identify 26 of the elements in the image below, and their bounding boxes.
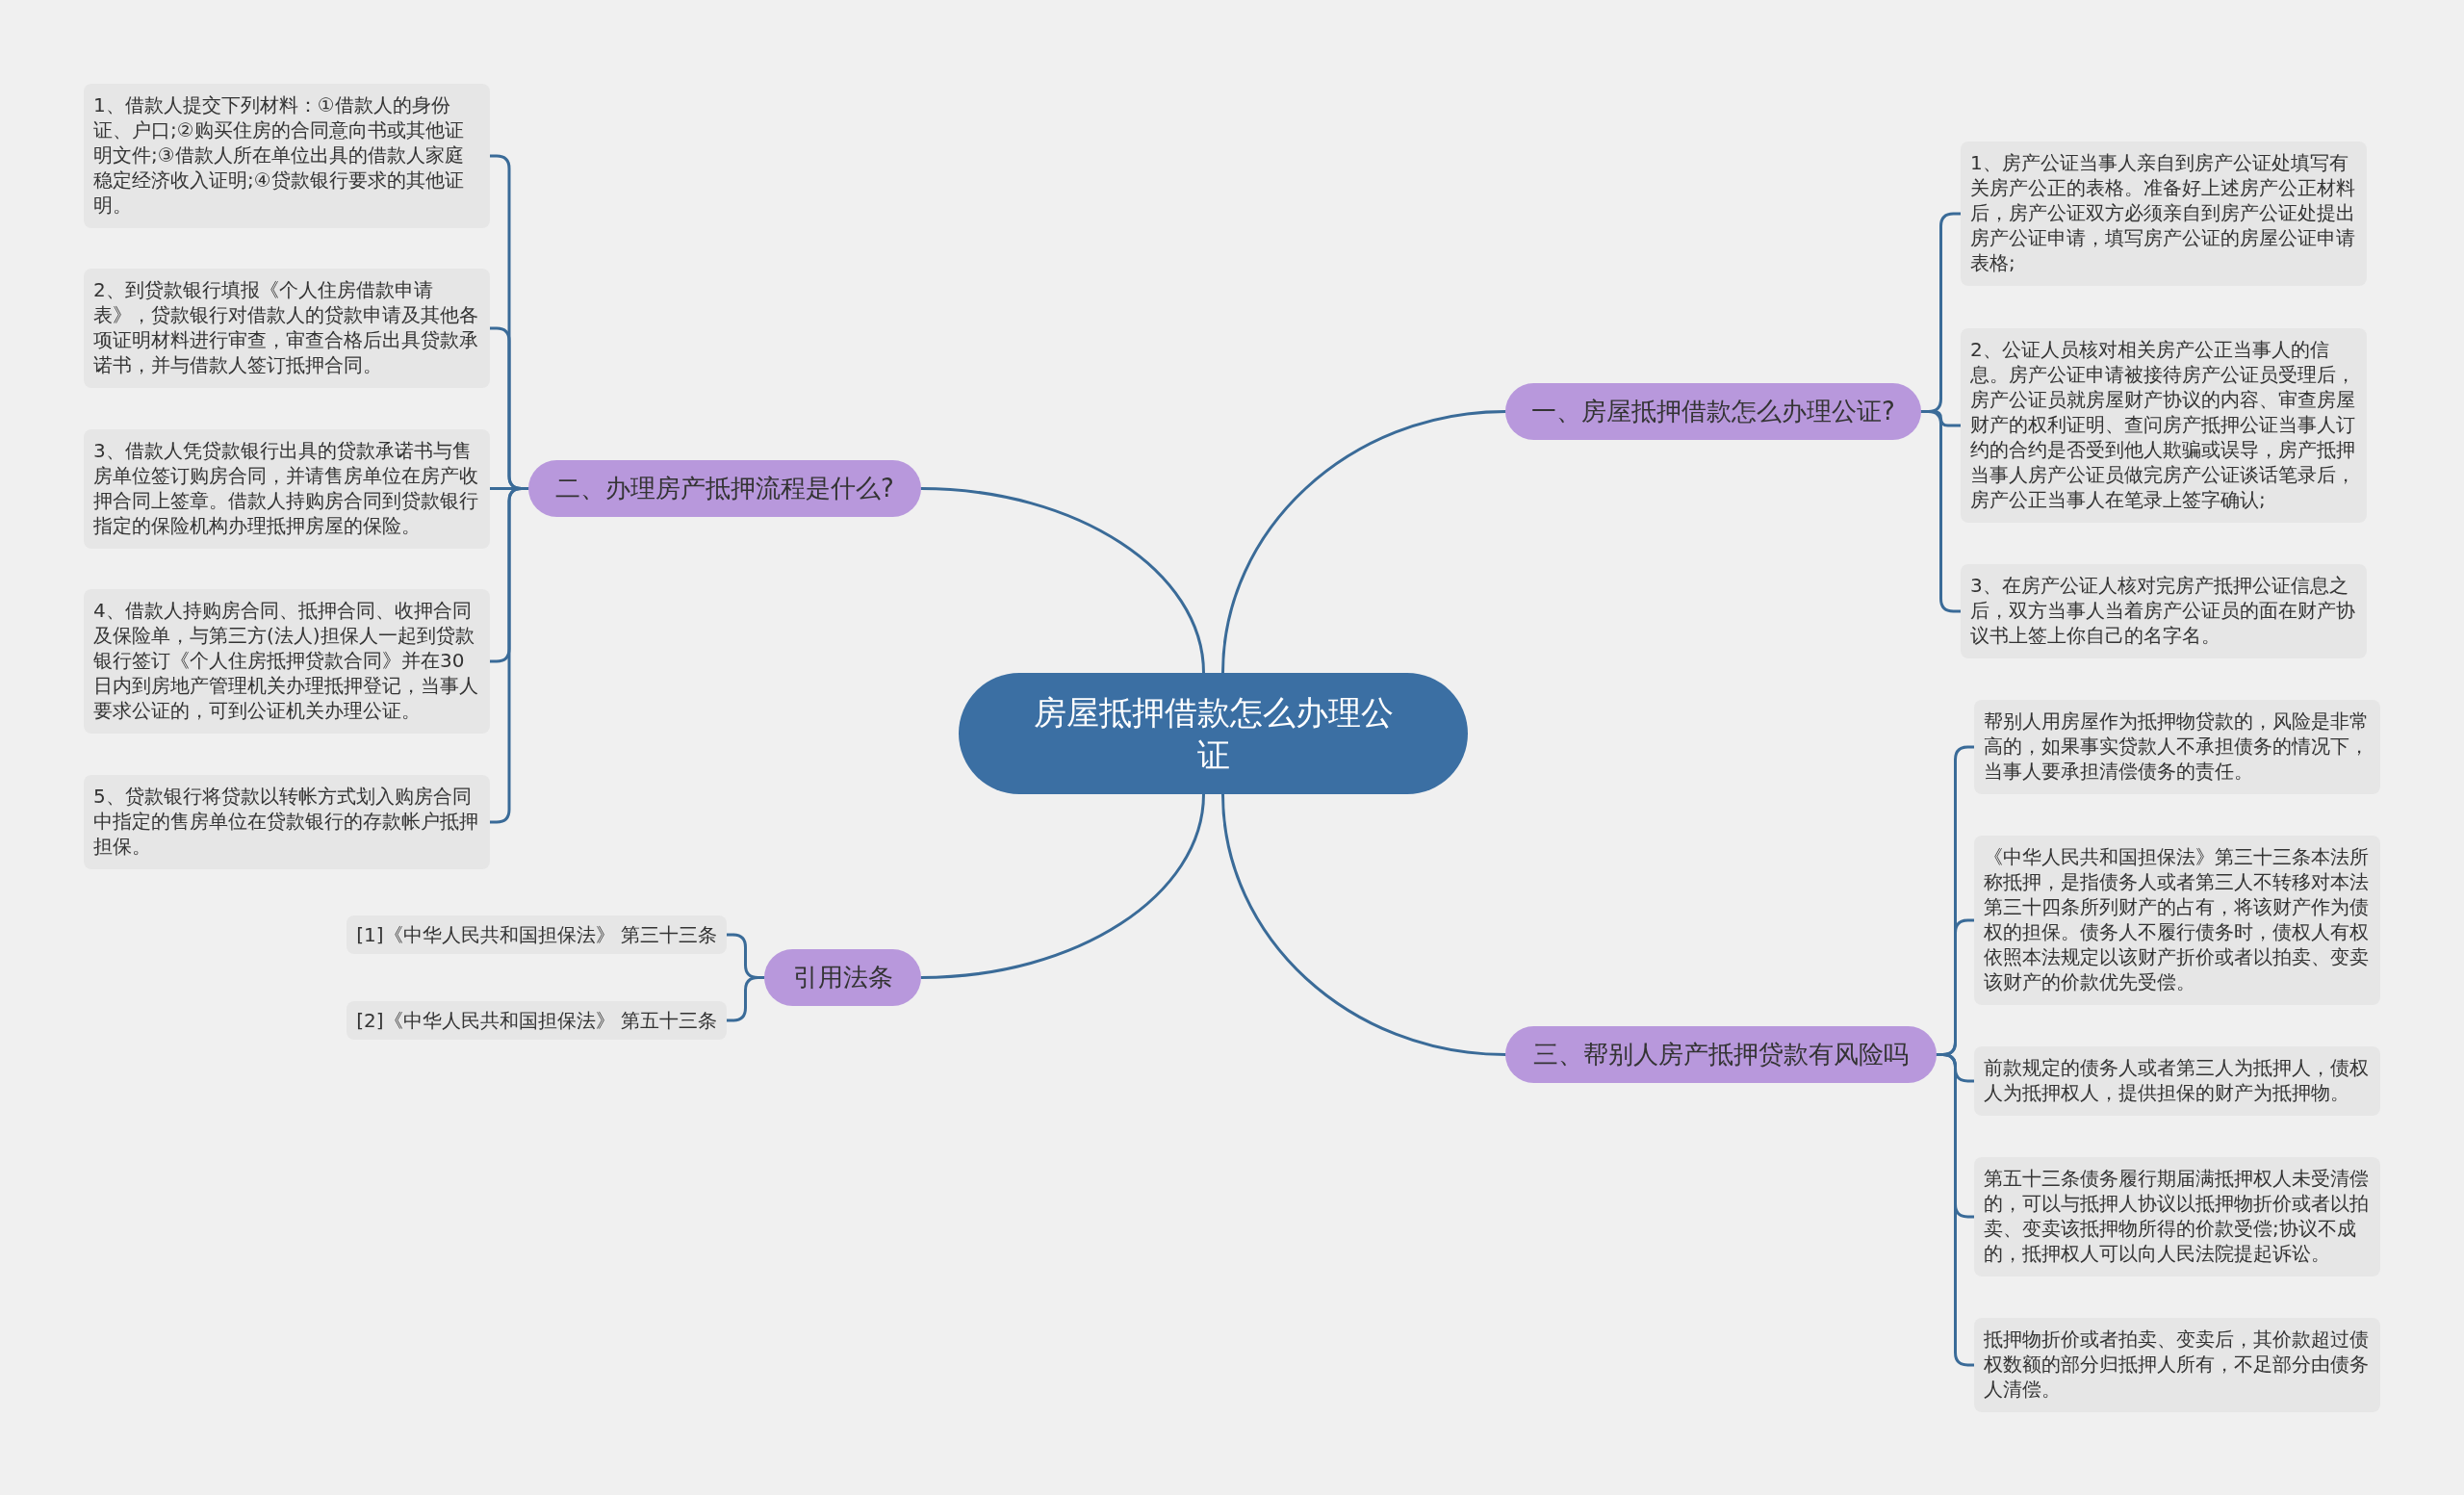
citation-card: [2]《中华人民共和国担保法》 第五十三条: [346, 1001, 727, 1040]
note-card: 4、借款人持购房合同、抵押合同、收押合同及保险单，与第三方(法人)担保人一起到贷款银行签订《个人住房抵押贷款合同》并在30日内到房地产管理机关办理抵押登记，当事人要求公证的，可到公证机关办理公证。: [84, 589, 490, 734]
connector-line: [919, 487, 1205, 675]
note-card: 第五十三条债务履行期届满抵押权人未受清偿的，可以与抵押人协议以抵押物折价或者以拍卖、变卖该抵押物所得的价款受偿;协议不成的，抵押权人可以向人民法院提起诉讼。: [1974, 1157, 2380, 1276]
note-card: 2、到贷款银行填报《个人住房借款申请表》，贷款银行对借款人的贷款申请及其他各项证明材料进行审查，审查合格后出具贷款承诺书，并与借款人签订抵押合同。: [84, 269, 490, 388]
note-card: 3、借款人凭贷款银行出具的贷款承诺书与售房单位签订购房合同，并请售房单位在房产收押合同上签章。借款人持购房合同到贷款银行指定的保险机构办理抵押房屋的保险。: [84, 429, 490, 549]
topic-pill: 三、帮别人房产抵押贷款有风险吗: [1505, 1026, 1937, 1083]
connector-line: [725, 976, 766, 1022]
note-card: 5、贷款银行将贷款以转帐方式划入购房合同中指定的售房单位在贷款银行的存款帐户抵押担保。: [84, 775, 490, 869]
topic-pill: 二、办理房产抵押流程是什么?: [528, 460, 921, 517]
note-card: 前款规定的债务人或者第三人为抵押人，债权人为抵押权人，提供担保的财产为抵押物。: [1974, 1046, 2380, 1116]
central-topic-pill: 房屋抵押借款怎么办理公证: [959, 673, 1468, 794]
note-card: 3、在房产公证人核对完房产抵押公证信息之后，双方当事人当着房产公证员的面在财产协议书上签上你自己的名字名。: [1961, 564, 2367, 658]
connector-line: [1221, 410, 1507, 675]
citation-card: [1]《中华人民共和国担保法》 第三十三条: [346, 915, 727, 954]
topic-pill: 一、房屋抵押借款怎么办理公证?: [1505, 383, 1921, 440]
note-card: 2、公证人员核对相关房产公正当事人的信息。房产公证申请被接待房产公证员受理后，房产公证员就房屋财产协议的内容、审查房屋财产的权利证明、查问房产抵押公证当事人订约的合约是否受到他人欺骗或误导，房产抵押当事人房产公证员做完房产公证谈话笔录后，房产公正当事人在笔录上签字确认;: [1961, 328, 2367, 523]
connector-line: [1221, 792, 1507, 1056]
connector-line: [919, 792, 1205, 979]
connector-line: [1919, 410, 1963, 613]
note-card: 《中华人民共和国担保法》第三十三条本法所称抵押，是指债务人或者第三人不转移对本法第三十四条所列财产的占有，将该财产作为债权的担保。债务人不履行债务时，债权人有权依照本法规定以该财产折价或者以拍卖、变卖该财产的价款优先受偿。: [1974, 836, 2380, 1005]
topic-pill: 引用法条: [764, 949, 921, 1006]
note-card: 抵押物折价或者拍卖、变卖后，其价款超过债权数额的部分归抵押人所有，不足部分由债务人清偿。: [1974, 1318, 2380, 1412]
note-card: 1、房产公证当事人亲自到房产公证处填写有关房产公正的表格。准备好上述房产公正材料后，房产公证双方必须亲自到房产公证处提出房产公证申请，填写房产公证的房屋公证申请表格;: [1961, 142, 2367, 286]
note-card: 1、借款人提交下列材料：①借款人的身份证、户口;②购买住房的合同意向书或其他证明文件;③借款人所在单位出具的借款人家庭稳定经济收入证明;④贷款银行要求的其他证明。: [84, 84, 490, 228]
note-card: 帮别人用房屋作为抵押物贷款的，风险是非常高的，如果事实贷款人不承担债务的情况下，当事人要承担清偿债务的责任。: [1974, 700, 2380, 794]
